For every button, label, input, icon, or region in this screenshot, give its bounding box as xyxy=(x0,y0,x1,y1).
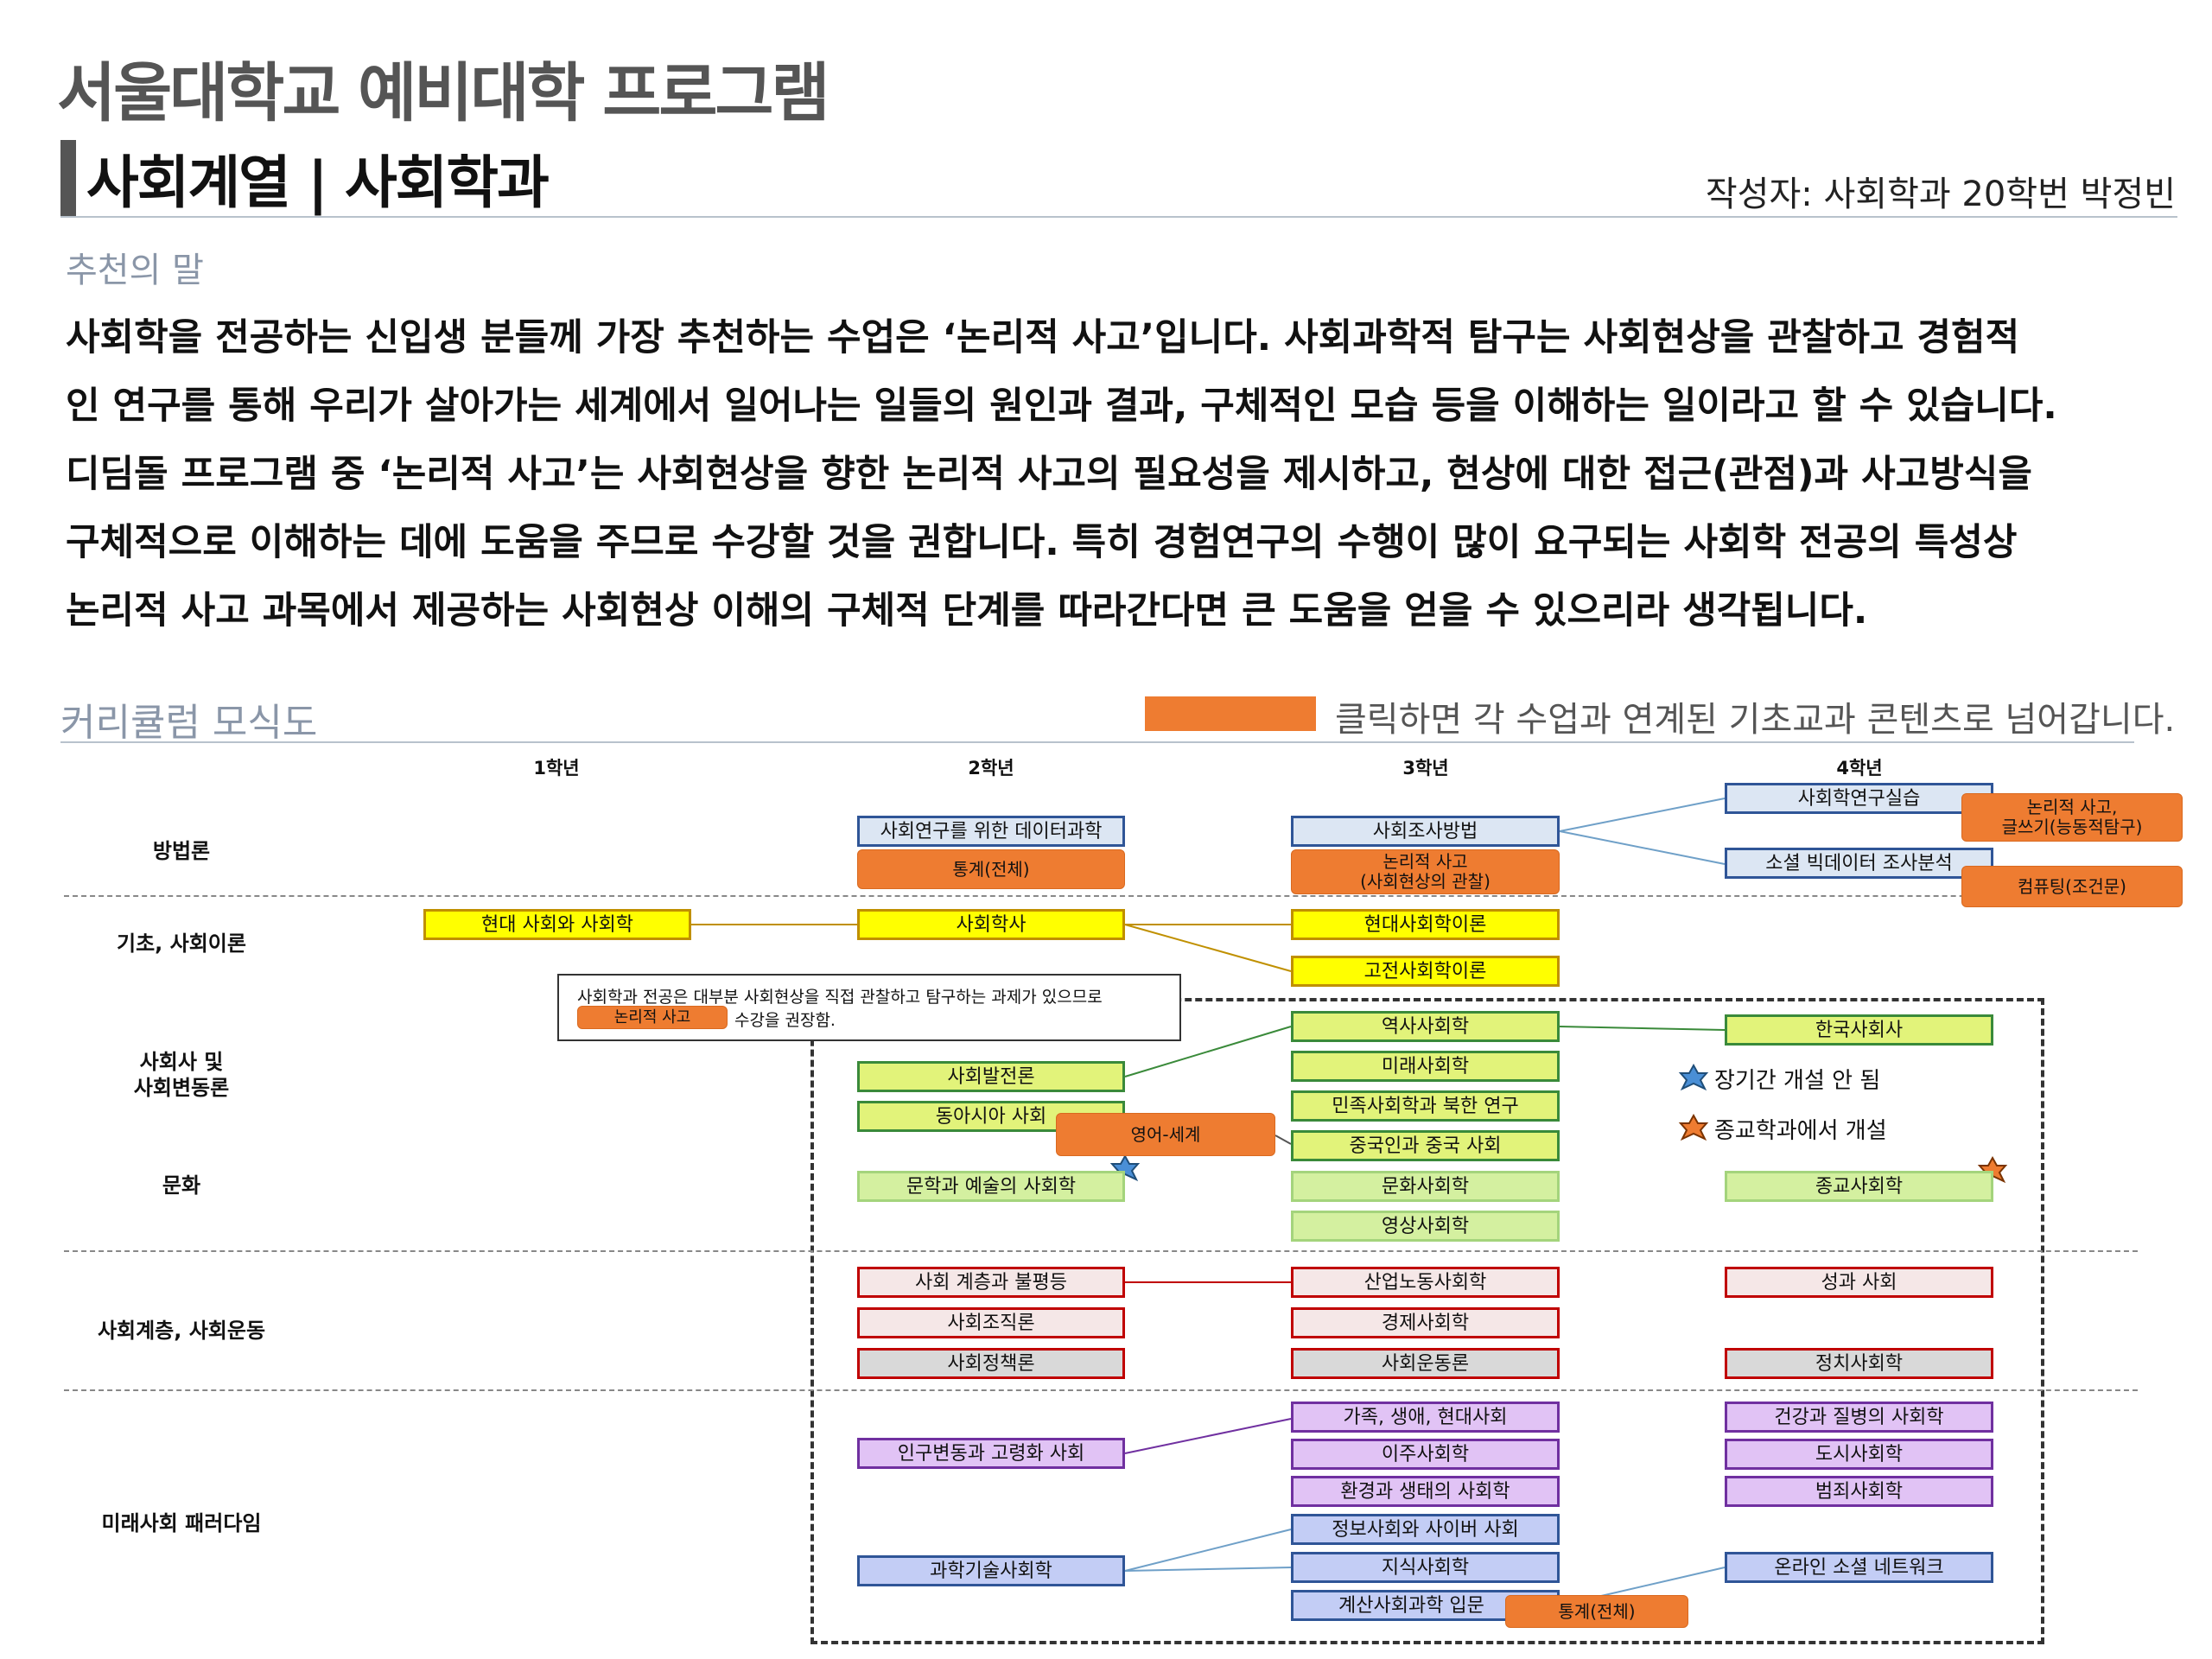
link-logical-thinking-observation[interactable]: 논리적 사고 (사회현상의 관찰) xyxy=(1291,849,1560,894)
course-future-sociology[interactable]: 미래사회학 xyxy=(1291,1051,1560,1082)
course-nation-north-korea[interactable]: 민족사회학과 북한 연구 xyxy=(1291,1090,1560,1122)
callout-text: 사회학과 전공은 대부분 사회현상을 직접 관찰하고 탐구하는 과제가 있으므로 xyxy=(577,988,1103,1007)
course-classic-theory[interactable]: 고전사회학이론 xyxy=(1291,956,1560,987)
recommendation-body: 사회학을 전공하는 신입생 분들께 가장 추천하는 수업은 ‘논리적 사고’입니… xyxy=(66,304,2191,645)
course-social-organization[interactable]: 사회조직론 xyxy=(857,1307,1125,1338)
category-culture: 문화 xyxy=(162,1173,201,1198)
category-methods: 방법론 xyxy=(152,839,211,863)
course-development[interactable]: 사회발전론 xyxy=(857,1061,1125,1092)
connector-line xyxy=(1559,798,1726,832)
page-subtitle: 사회계열 | 사회학과 xyxy=(86,149,550,216)
orange-star-icon xyxy=(1678,1113,1709,1141)
category-history: 사회사 및 사회변동론 xyxy=(133,1050,230,1100)
author-credit: 작성자: 사회학과 20학번 박정빈 xyxy=(1705,175,2176,214)
course-china-society[interactable]: 중국인과 중국 사회 xyxy=(1291,1130,1560,1161)
header-divider xyxy=(60,216,2177,218)
course-sociology-history[interactable]: 사회학사 xyxy=(857,909,1125,940)
major-courses-region xyxy=(810,998,2044,1644)
recommendation-heading: 추천의 말 xyxy=(66,251,204,290)
recommendation-line: 사회학을 전공하는 신입생 분들께 가장 추천하는 수업은 ‘논리적 사고’입니… xyxy=(66,316,2020,359)
course-social-policy[interactable]: 사회정책론 xyxy=(857,1348,1125,1379)
recommendation-line: 구체적으로 이해하는 데에 도움을 주므로 수강할 것을 권합니다. 특히 경험… xyxy=(66,521,2018,564)
course-film-sociology[interactable]: 영상사회학 xyxy=(1291,1211,1560,1242)
callout-text: 수강을 권장함. xyxy=(734,1011,836,1030)
link-legend-swatch xyxy=(1145,696,1316,731)
course-criminology[interactable]: 범죄사회학 xyxy=(1725,1476,1993,1507)
course-health-illness[interactable]: 건강과 질병의 사회학 xyxy=(1725,1402,1993,1433)
course-political-sociology[interactable]: 정치사회학 xyxy=(1725,1348,1993,1379)
year-header-1: 1학년 xyxy=(533,758,580,779)
course-historical-sociology[interactable]: 역사사회학 xyxy=(1291,1011,1560,1042)
recommendation-line: 논리적 사고 과목에서 제공하는 사회현상 이해의 구체적 단계를 따라간다면 … xyxy=(66,589,1868,632)
note-long-term-closed: 장기간 개설 안 됨 xyxy=(1714,1068,1881,1094)
course-urban-sociology[interactable]: 도시사회학 xyxy=(1725,1439,1993,1470)
blue-star-icon xyxy=(1678,1063,1709,1091)
course-economic-sociology[interactable]: 경제사회학 xyxy=(1291,1307,1560,1338)
course-info-cyber[interactable]: 정보사회와 사이버 사회 xyxy=(1291,1514,1560,1545)
recommendation-line: 인 연구를 통해 우리가 살아가는 세계에서 일어나는 일들의 원인과 결과, … xyxy=(66,385,2057,428)
course-sci-tech[interactable]: 과학기술사회학 xyxy=(857,1555,1125,1586)
course-environment-ecology[interactable]: 환경과 생태의 사회학 xyxy=(1291,1476,1560,1507)
course-family-life[interactable]: 가족, 생애, 현대사회 xyxy=(1291,1402,1560,1433)
category-strata: 사회계층, 사회운동 xyxy=(97,1319,266,1343)
link-legend-text: 클릭하면 각 수업과 연계된 기초교과 콘텐츠로 넘어갑니다. xyxy=(1335,700,2176,740)
connector-line xyxy=(1589,1567,1726,1599)
course-social-movement[interactable]: 사회운동론 xyxy=(1291,1348,1560,1379)
category-basic-theory: 기초, 사회이론 xyxy=(117,931,246,956)
course-modern-theory[interactable]: 현대사회학이론 xyxy=(1291,909,1560,940)
course-social-bigdata[interactable]: 소셜 빅데이터 조사분석 xyxy=(1725,848,1993,879)
section-separator xyxy=(64,1389,2138,1391)
course-online-network[interactable]: 온라인 소셜 네트워크 xyxy=(1725,1552,1993,1583)
course-stratification[interactable]: 사회 계층과 불평등 xyxy=(857,1267,1125,1298)
note-religion-dept: 종교학과에서 개설 xyxy=(1714,1118,1887,1144)
connector-line xyxy=(1559,1026,1726,1031)
course-gender-society[interactable]: 성과 사회 xyxy=(1725,1267,1993,1298)
curriculum-heading: 커리큘럼 모식도 xyxy=(60,701,318,745)
course-research-practice[interactable]: 사회학연구실습 xyxy=(1725,783,1993,814)
category-future: 미래사회 패러다임 xyxy=(101,1511,262,1535)
connector-line xyxy=(1124,1529,1292,1572)
link-english-world[interactable]: 영어-세계 xyxy=(1056,1113,1275,1156)
course-cultural-sociology[interactable]: 문화사회학 xyxy=(1291,1171,1560,1202)
year-header-4: 4학년 xyxy=(1836,758,1883,779)
course-survey-methods[interactable]: 사회조사방법 xyxy=(1291,816,1560,847)
page-title: 서울대학교 예비대학 프로그램 xyxy=(57,56,830,130)
link-computing[interactable]: 컴퓨팅(조건문) xyxy=(1961,866,2183,907)
year-header-2: 2학년 xyxy=(968,758,1014,779)
connector-line xyxy=(1124,1026,1292,1077)
course-modern-society[interactable]: 현대 사회와 사회학 xyxy=(423,909,691,940)
course-religion-sociology[interactable]: 종교사회학 xyxy=(1725,1171,1993,1202)
course-population-aging[interactable]: 인구변동과 고령화 사회 xyxy=(857,1438,1125,1469)
section-separator xyxy=(64,895,2138,897)
link-logical-thinking[interactable]: 논리적 사고 xyxy=(577,1006,728,1029)
course-knowledge[interactable]: 지식사회학 xyxy=(1291,1552,1560,1583)
connector-line xyxy=(1274,1135,1292,1145)
subtitle-accent-bar xyxy=(60,140,76,216)
connector-line xyxy=(1124,1418,1292,1454)
recommendation-line: 디딤돌 프로그램 중 ‘논리적 사고’는 사회현상을 향한 논리적 사고의 필요… xyxy=(66,453,2032,496)
course-korean-social-history[interactable]: 한국사회사 xyxy=(1725,1014,1993,1046)
connector-line xyxy=(1124,924,1292,972)
connector-line xyxy=(1559,830,1726,865)
course-east-asia[interactable]: 동아시아 사회 xyxy=(857,1101,1125,1132)
link-statistics-2[interactable]: 통계(전체) xyxy=(1505,1595,1688,1628)
course-migration[interactable]: 이주사회학 xyxy=(1291,1439,1560,1470)
link-statistics[interactable]: 통계(전체) xyxy=(857,849,1125,889)
link-logical-thinking-writing[interactable]: 논리적 사고, 글쓰기(능동적탐구) xyxy=(1961,793,2183,842)
year-header-3: 3학년 xyxy=(1402,758,1449,779)
connector-line xyxy=(1124,1567,1292,1572)
course-industrial-labor[interactable]: 산업노동사회학 xyxy=(1291,1267,1560,1298)
course-literature-art[interactable]: 문학과 예술의 사회학 xyxy=(857,1171,1125,1202)
section-separator xyxy=(64,1250,2138,1252)
course-data-science[interactable]: 사회연구를 위한 데이터과학 xyxy=(857,816,1125,847)
curriculum-divider xyxy=(60,741,2134,743)
